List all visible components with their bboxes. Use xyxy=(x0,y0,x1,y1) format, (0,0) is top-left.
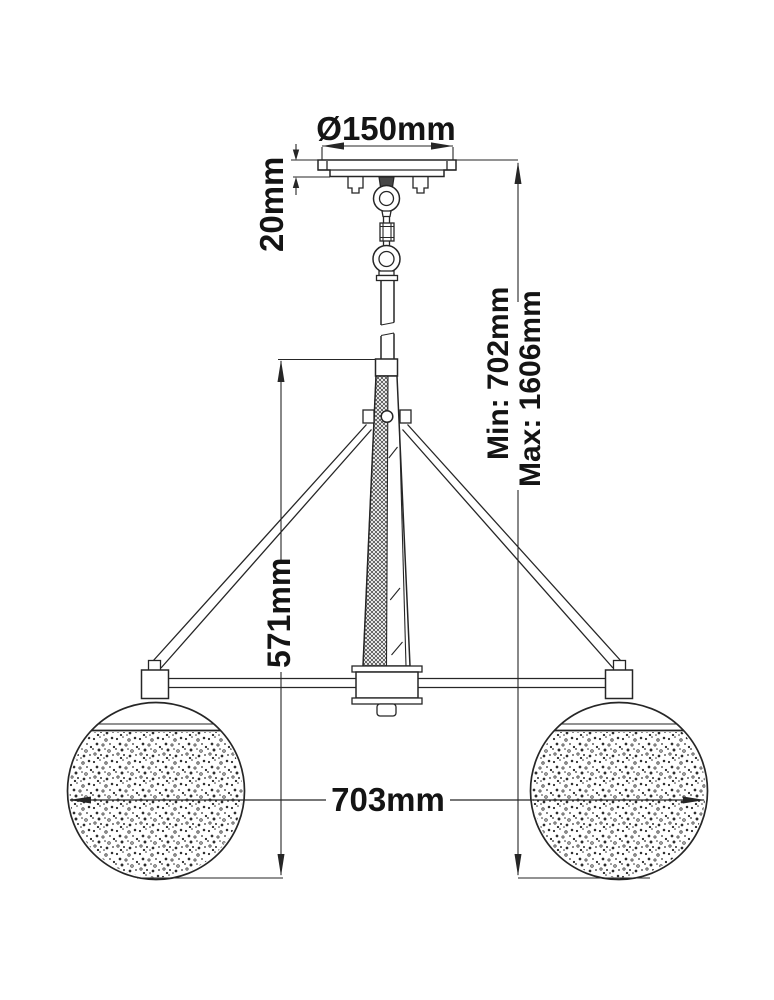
arrowhead-up xyxy=(277,360,285,382)
suspension-rod-lower xyxy=(380,333,395,359)
suspension-max-label: Max: 1606mm xyxy=(514,290,547,487)
suspension-rod-upper xyxy=(380,280,395,325)
horizontal-arm-right xyxy=(418,677,606,689)
arm-mount-tab-right xyxy=(399,409,412,424)
diagonal-arm-left xyxy=(152,424,372,669)
arrowhead-down-small xyxy=(292,149,300,161)
center-hub xyxy=(351,665,423,717)
arrowhead-up-small xyxy=(292,177,300,188)
dim-canopy-height: 20mm xyxy=(253,144,300,252)
mounting-clip-left xyxy=(347,177,364,194)
chain-assembly xyxy=(372,176,401,377)
suspension-min-label: Min: 702mm xyxy=(482,287,515,460)
arrowhead-right xyxy=(431,142,453,150)
dim-fixture-height: 571mm xyxy=(137,358,375,879)
canopy-diameter-label: Ø150mm xyxy=(316,110,455,147)
turnbuckle-sleeve xyxy=(379,222,395,242)
horizontal-arm-left xyxy=(168,677,356,689)
diagonal-arm-right xyxy=(402,424,622,669)
center-stem xyxy=(362,375,412,667)
stem-ball-joint xyxy=(380,409,394,424)
left-socket xyxy=(140,659,170,700)
support-arms xyxy=(152,424,622,669)
dim-fixture-width: 703mm xyxy=(69,781,705,818)
arrowhead-up xyxy=(514,162,522,184)
right-socket xyxy=(604,659,634,700)
fixture-width-label: 703mm xyxy=(331,781,445,818)
dim-overall-height: Min: 702mm Max: 1606mm xyxy=(482,162,650,879)
right-globe xyxy=(529,701,709,881)
left-globe-texture xyxy=(69,732,243,878)
arrowhead-right xyxy=(683,796,705,804)
canopy-height-label: 20mm xyxy=(253,157,290,252)
arm-mount-tab-left xyxy=(362,409,375,424)
mounting-clip-right xyxy=(412,177,429,194)
dim-canopy-diameter: Ø150mm xyxy=(316,110,456,160)
fixture-height-label: 571mm xyxy=(261,558,297,668)
hub-finial xyxy=(376,703,397,717)
arrowhead-left xyxy=(69,796,91,804)
arrowhead-left xyxy=(322,142,344,150)
right-globe-texture xyxy=(532,732,706,878)
arrowhead-down xyxy=(514,854,522,876)
horizontal-arms xyxy=(168,677,606,689)
canopy-group xyxy=(317,159,457,194)
left-globe xyxy=(66,701,246,881)
stem-collar xyxy=(374,358,399,377)
arrowhead-down xyxy=(277,854,285,876)
